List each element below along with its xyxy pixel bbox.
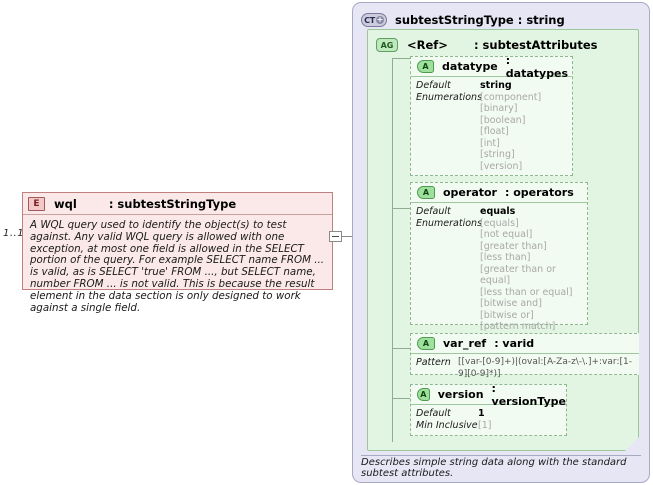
element-header: E wql : subtestStringType [23,193,332,215]
facet-row: Enumerations [component] [416,92,567,104]
facet-value: [[var-[0-9]+)|(oval:[A-Za-z\-\.]+:var:[1… [458,357,632,379]
attribute-header: A operator : operators [411,183,587,203]
attribute-facets: Pattern [[var-[0-9]+)|(oval:[A-Za-z\-\.]… [411,354,646,384]
attribute-box-operator[interactable]: A operator : operators Default equals En… [410,182,588,325]
attribute-name: var_ref [443,337,487,350]
attribute-type: : operators [504,186,574,199]
complextype-title: subtestStringType : string [395,13,565,27]
tree-branch [392,58,410,59]
enum-item: [less than] [480,252,531,263]
attribute-type: : datatypes [505,53,569,80]
attrgroup-type: : subtestAttributes [473,38,598,52]
attribute-name: datatype [442,60,498,73]
attribute-box-datatype[interactable]: A datatype : datatypes Default string En… [410,56,573,176]
attribute-box-var-ref[interactable]: A var_ref : varid Pattern [[var-[0-9]+)|… [410,333,647,375]
attribute-name: operator [443,186,497,199]
facet-label: Enumerations [416,217,483,229]
facet-value: equals [480,206,516,217]
enum-item: [greater than] [480,240,547,252]
facet-row: Default 1 [416,408,561,420]
facet-row: Pattern [[var-[0-9]+)|(oval:[A-Za-z\-\.]… [416,357,641,380]
enum-item: [less than or equal] [480,286,573,298]
facet-label: Min Inclusive [416,419,478,431]
complextype-footer: Describes simple string data along with … [361,455,641,479]
enum-item: [version] [480,160,523,172]
attribute-facets: Default equals Enumerations [equals] [no… [411,203,587,337]
enum-item: [pattern match] [480,321,556,332]
enum-item: [string] [480,149,515,160]
plus-icon[interactable]: + [375,15,384,24]
element-type: : subtestStringType [108,196,237,211]
facet-row: Enumerations [equals] [416,218,582,230]
element-badge-icon: E [28,196,45,211]
attribute-badge-icon: A [417,186,435,199]
tree-trunk [392,58,393,442]
complextype-badge-label: CT [364,15,375,25]
enumeration-list: [binary] [boolean] [float] [int] [string… [480,103,567,172]
tree-branch [392,208,410,209]
element-box-wql[interactable]: E wql : subtestStringType A WQL query us… [22,192,333,313]
attribute-box-version[interactable]: A version : versionType Default 1 Min In… [410,384,567,436]
attribute-type: : varid [494,337,535,350]
complextype-footer-text: Describes simple string data along with … [361,456,627,479]
enum-item: [bitwise and] [480,298,542,309]
enum-item: [component] [480,91,542,103]
tree-branch [392,348,410,349]
attrgroup-panel[interactable]: AG <Ref> : subtestAttributes A datatype … [367,29,639,451]
facet-value: string [480,80,512,91]
attribute-facets: Default 1 Min Inclusive [1] [411,405,566,435]
facet-label: Default [416,408,451,419]
attribute-badge-icon: A [417,388,430,401]
attrgroup-badge-icon: AG [376,38,398,52]
facet-value: [1] [478,419,492,431]
attrgroup-ref: <Ref> [407,38,448,52]
complextype-badge-icon: CT+ [361,13,387,27]
collapse-minus-icon[interactable] [329,231,342,242]
facet-row: Min Inclusive [1] [416,420,561,432]
attrgroup-header: AG <Ref> : subtestAttributes [368,30,638,56]
facet-label: Enumerations [416,91,483,103]
tree-branch [392,398,410,399]
attribute-name: version [437,388,484,401]
complextype-header: CT+ subtestStringType : string [353,3,649,31]
attribute-header: A version : versionType [411,385,566,405]
attribute-header: A var_ref : varid [411,334,646,354]
element-documentation: A WQL query used to identify the object(… [30,219,325,314]
cardinality-label: 1..1 [3,228,25,239]
enumeration-list: [not equal] [greater than] [less than] [… [480,229,582,333]
enum-item: [boolean] [480,114,526,126]
attribute-badge-icon: A [417,60,434,73]
facet-value: 1 [478,408,485,419]
facet-label: Pattern [416,357,451,368]
enum-item: [int] [480,137,500,149]
enum-item: [binary] [480,103,518,114]
enum-item: [equals] [480,217,519,229]
facet-row: Default string [416,80,567,92]
enum-item: [float] [480,126,509,137]
facet-label: Default [416,206,451,217]
element-name: wql [54,196,77,211]
enum-item: [greater than or equal] [480,263,556,286]
attribute-header: A datatype : datatypes [411,57,572,77]
complextype-panel[interactable]: CT+ subtestStringType : string AG <Ref> … [352,2,650,483]
enum-item: [not equal] [480,229,533,240]
facet-row: Default equals [416,206,582,218]
attribute-facets: Default string Enumerations [component] … [411,77,572,176]
attribute-badge-icon: A [417,337,435,350]
attribute-type: : versionType [491,381,566,408]
facet-label: Default [416,80,451,91]
enum-item: [bitwise or] [480,309,534,321]
